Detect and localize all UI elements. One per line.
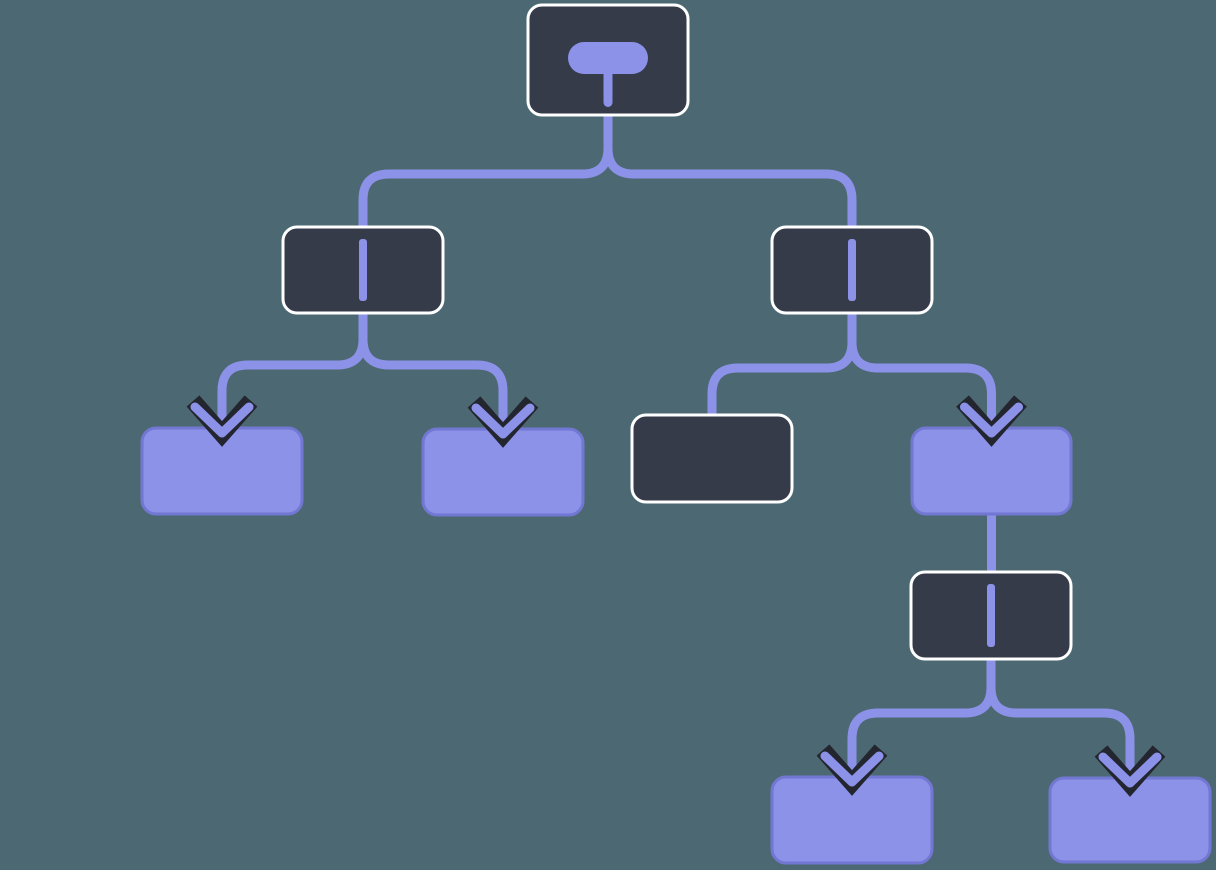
insert-arrow-icon [816,744,888,796]
root-anchor-icon [568,42,648,107]
node-layer [140,3,1212,865]
edge-root-l2-left [358,111,613,233]
insert-arrow-icon [467,396,539,448]
pass-through-line-icon [359,239,367,301]
pass-through-line-icon [848,239,856,301]
edge-l2-right-l3-c [707,309,857,421]
tree-node-l2-right [770,225,934,315]
insert-arrow-icon [186,395,258,447]
insert-arrow-icon [956,395,1027,447]
tree-node-root [526,3,690,117]
insert-arrow-purple-head [820,751,884,787]
edge-l4-l5-right [986,655,1135,783]
insert-arrow-purple-head [960,402,1023,438]
pass-through-line-icon [987,584,995,647]
edge-l2-left-l3-b [358,309,508,434]
node-box-dark [630,413,794,504]
connector-layer [217,111,1135,783]
insert-arrow-purple-head [471,403,535,439]
insert-arrow-purple-head [190,402,254,438]
tree-node-l3-c [630,413,794,504]
tree-node-l4 [909,570,1073,661]
root-anchor-pill [568,42,648,74]
arrow-marker-layer [186,395,1166,797]
edge-l2-right-l3-d [847,309,996,433]
insert-arrow-purple-head [1098,752,1162,788]
insert-arrow-icon [1094,745,1166,797]
edge-root-l2-right [603,111,857,233]
tree-node-l2-left [281,225,445,315]
